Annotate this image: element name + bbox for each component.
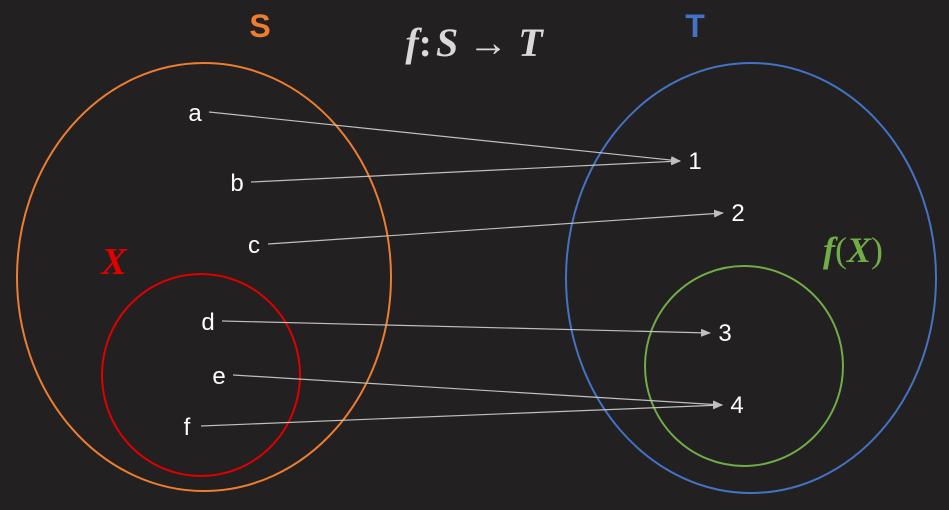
- image-fx-label: f(X): [823, 230, 883, 270]
- set-t-ellipse: [565, 62, 937, 494]
- arrow-f-to-4: [200, 401, 723, 427]
- domain-element-f: f: [184, 414, 191, 441]
- set-s-label: S: [249, 8, 270, 44]
- subset-x-ellipse: [101, 273, 301, 477]
- arrow-d-to-3: [221, 320, 711, 337]
- codomain-element-1: 1: [688, 148, 701, 175]
- subset-x-label: X: [100, 241, 128, 283]
- domain-element-c: c: [248, 232, 260, 259]
- fx-x: X: [846, 230, 872, 270]
- domain-element-e: e: [212, 363, 225, 390]
- title-colon: :: [419, 20, 432, 65]
- fx-close: ): [871, 230, 883, 270]
- set-s-ellipse: [16, 62, 392, 492]
- arrow-e-to-4: [232, 374, 723, 409]
- set-t-label: T: [685, 8, 705, 44]
- diagram-title: f:S→T: [405, 20, 544, 65]
- codomain-element-3: 3: [718, 320, 731, 347]
- arrow-b-to-1: [250, 157, 681, 183]
- fx-open: (: [835, 230, 847, 270]
- title-s: S: [436, 20, 458, 65]
- domain-element-a: a: [188, 100, 202, 127]
- codomain-element-2: 2: [731, 200, 744, 227]
- arrow-a-to-1: [208, 111, 681, 165]
- arrow-c-to-2: [267, 209, 724, 245]
- title-t: T: [518, 20, 544, 65]
- codomain-element-4: 4: [730, 392, 743, 419]
- mapping-arrows: [200, 111, 724, 427]
- domain-elements: a b c def: [184, 100, 260, 441]
- fx-f: f: [823, 230, 838, 270]
- image-fx-ellipse: [644, 265, 844, 467]
- title-arrow: →: [468, 20, 508, 65]
- codomain-elements: 1 2 3 4: [688, 148, 744, 419]
- title-f: f: [405, 20, 422, 65]
- domain-element-b: b: [230, 170, 243, 197]
- domain-element-d: d: [201, 309, 214, 336]
